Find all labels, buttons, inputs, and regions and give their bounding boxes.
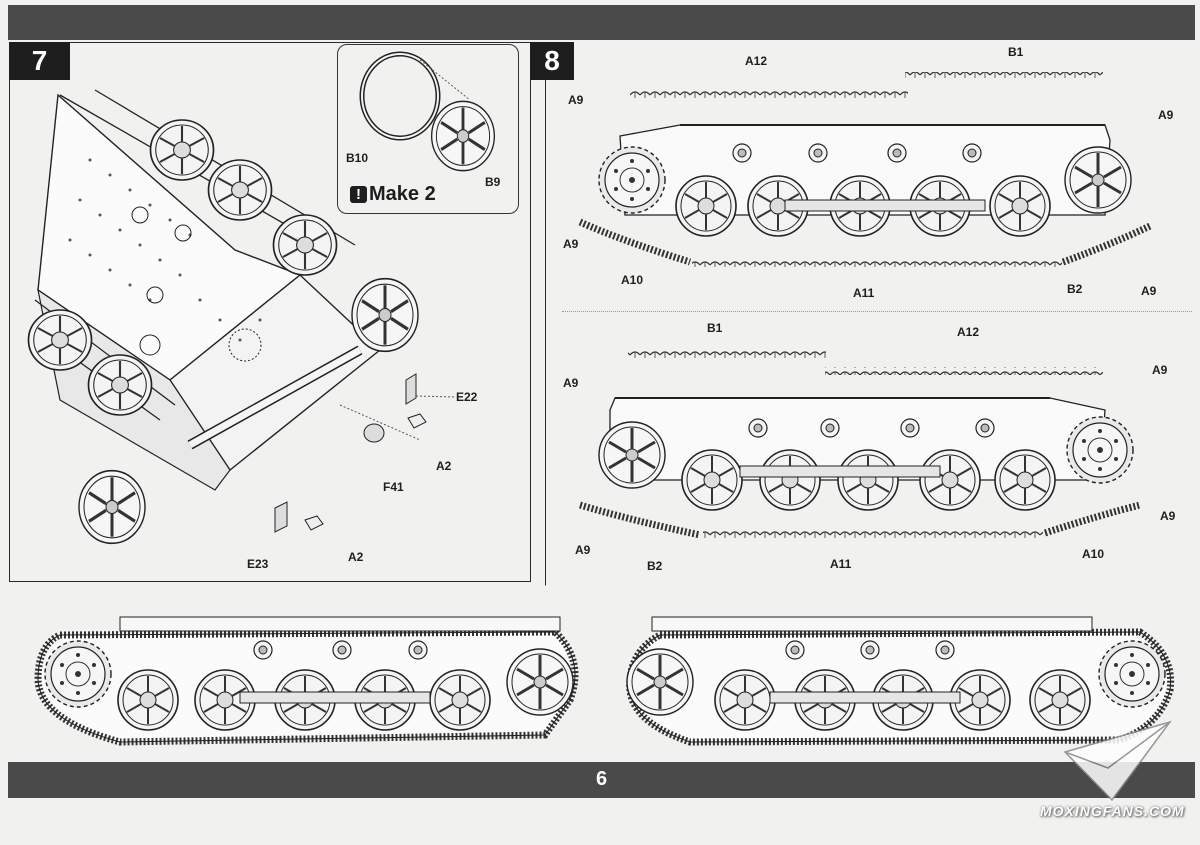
- exclamation-icon: !: [350, 186, 367, 203]
- label-a12-bottom: A12: [957, 325, 980, 339]
- step8-panel: [545, 42, 1197, 586]
- label-a9-bottom-left: A9: [575, 543, 591, 557]
- make-two-callout: [337, 44, 519, 214]
- label-a9-mid-left: A9: [563, 237, 579, 251]
- make-two-note: !Make 2: [350, 183, 436, 206]
- label-b10: B10: [346, 151, 369, 165]
- label-b2-top: B2: [1067, 282, 1083, 296]
- label-b2-bottom: B2: [647, 559, 663, 573]
- step7-number: 7: [9, 42, 70, 80]
- label-a9-bottom-right: A9: [1160, 509, 1176, 523]
- label-e22: E22: [456, 390, 478, 404]
- label-a12-top: A12: [745, 54, 768, 68]
- label-a9-top-right: A9: [1158, 108, 1174, 122]
- label-b1-bottom: B1: [707, 321, 723, 335]
- label-a11-bottom: A11: [830, 557, 852, 571]
- label-a9-top-left: A9: [568, 93, 584, 107]
- footer-bar: 6: [8, 762, 1195, 798]
- label-b1-top: B1: [1008, 45, 1024, 59]
- step7-panel: [9, 42, 531, 582]
- label-a9-bottom-right-top: A9: [1141, 284, 1157, 298]
- page-number: 6: [595, 768, 608, 790]
- label-a10-top: A10: [621, 273, 644, 287]
- watermark-text: MOXINGFANS.COM: [1040, 803, 1185, 819]
- make-two-text: Make 2: [369, 183, 436, 205]
- label-a9-bottom-top-left: A9: [563, 376, 579, 390]
- label-a10-bottom: A10: [1082, 547, 1105, 561]
- header-bar: [8, 5, 1195, 40]
- step8-divider: [562, 311, 1192, 312]
- label-a9-bottom-top-right: A9: [1152, 363, 1168, 377]
- label-a2-lower: A2: [348, 550, 364, 564]
- label-a11-top: A11: [853, 286, 875, 300]
- label-f41: F41: [383, 480, 404, 494]
- label-a2-upper: A2: [436, 459, 452, 473]
- completed-right-assembly: [625, 616, 1175, 746]
- label-e23: E23: [247, 557, 269, 571]
- step8-number: 8: [530, 42, 574, 80]
- label-b9: B9: [485, 175, 501, 189]
- completed-left-assembly: [34, 616, 579, 746]
